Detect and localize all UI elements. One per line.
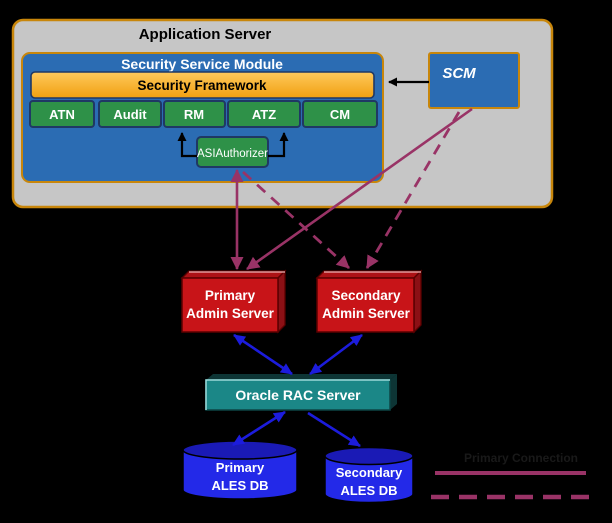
primary-admin-server-node: Primary Admin Server: [180, 269, 287, 334]
scm-label: SCM: [442, 65, 476, 82]
service-label-audit: Audit: [113, 107, 147, 122]
connector-rac-primary-db: [232, 410, 286, 447]
secondary-admin-server-node: Secondary Admin Server: [315, 269, 423, 334]
scm-box: [428, 52, 520, 109]
service-label-atn: ATN: [49, 107, 75, 122]
connector-asiauthorizer-secondary-dashed: [242, 170, 350, 270]
secondary-db-top: [324, 446, 414, 466]
secondary-admin-front-face: [316, 277, 415, 333]
rac-front-face: [205, 379, 391, 411]
connector-scm-primary-solid: [246, 107, 473, 271]
rac-side-face: [390, 374, 397, 410]
primary-admin-label-line1: Primary: [205, 288, 256, 303]
service-box-cm: [302, 100, 378, 128]
rac-top-face: [206, 374, 397, 380]
application-server-title: Application Server: [139, 26, 272, 43]
connector-rac-secondary-db: [307, 411, 361, 448]
arrow-asiauthorizer-to-atz: [268, 132, 289, 158]
connector-primary-admin-rac: [233, 333, 293, 376]
primary-db-label-line2: ALES DB: [211, 478, 268, 493]
asiauthorizer-box: [196, 136, 269, 168]
primary-admin-front-face: [181, 277, 279, 333]
secondary-db-label-line2: ALES DB: [340, 483, 397, 498]
security-framework-label: Security Framework: [137, 78, 267, 93]
security-service-module-title: Security Service Module: [121, 56, 283, 72]
secondary-db-label-line1: Secondary: [336, 465, 403, 480]
service-box-audit: [98, 100, 162, 128]
rac-highlight-edge: [205, 379, 390, 410]
service-label-atz: ATZ: [252, 107, 276, 122]
service-box-atz: [227, 100, 301, 128]
arrow-asiauthorizer-to-rm: [177, 132, 197, 158]
primary-admin-side-face: [277, 269, 286, 334]
oracle-rac-server-node: Oracle RAC Server: [205, 374, 397, 411]
secondary-admin-label-line1: Secondary: [331, 288, 401, 303]
service-label-rm: RM: [184, 107, 204, 122]
service-box-atn: [29, 100, 95, 128]
security-framework-bar: [30, 71, 375, 99]
primary-ales-db-node: Primary ALES DB: [182, 440, 298, 500]
primary-db-label-line1: Primary: [216, 460, 265, 475]
rac-label: Oracle RAC Server: [235, 387, 361, 403]
service-label-cm: CM: [330, 107, 350, 122]
service-box-rm: [163, 100, 226, 128]
primary-db-top: [182, 440, 298, 460]
legend: Primary Connection: [431, 451, 591, 500]
secondary-db-body: [324, 455, 414, 504]
connector-secondary-admin-rac: [309, 333, 363, 376]
primary-db-body: [182, 449, 298, 500]
primary-admin-label-line2: Admin Server: [186, 306, 275, 321]
asiauthorizer-label: ASIAuthorizer: [197, 148, 268, 160]
secondary-admin-side-face: [413, 269, 422, 334]
legend-caption: Primary Connection: [464, 451, 578, 465]
secondary-ales-db-node: Secondary ALES DB: [324, 446, 414, 504]
secondary-admin-label-line2: Admin Server: [322, 306, 411, 321]
